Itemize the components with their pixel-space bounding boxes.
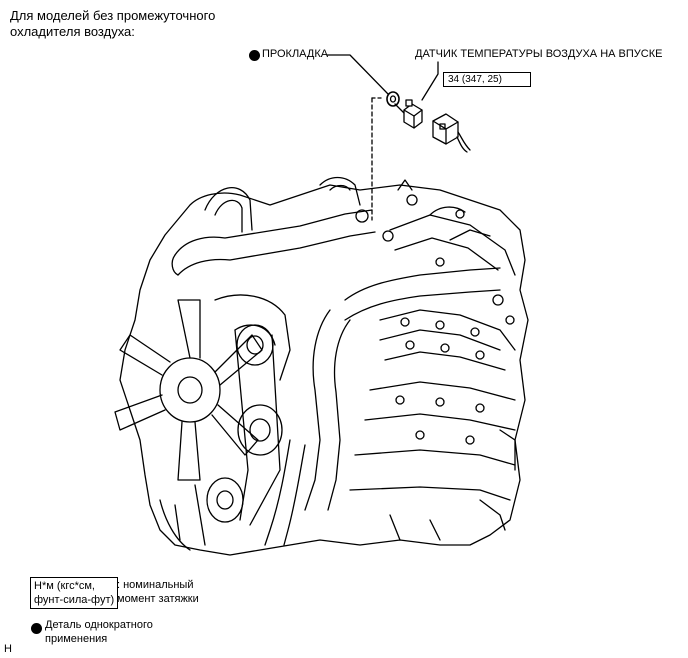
diagram-title: Для моделей без промежуточного охладител… [10,8,216,39]
sensor-connector [432,113,471,153]
legend-torque-units: Н*м (кгс*см, фунт-сила-фут) [30,577,119,609]
filled-circle-icon [31,623,42,634]
torque-spec-box: 34 (347, 25) [443,72,531,87]
gasket-label: ПРОКЛАДКА [262,48,329,60]
filled-circle-icon [249,50,260,61]
legend-non-reusable-part: Деталь однократного применения [45,619,153,645]
engine-block [114,176,529,556]
legend-torque-description: : номинальный момент затяжки [117,579,199,605]
cooling-fan [114,299,263,481]
sensor-leader-line [421,61,439,101]
gasket-ring [386,91,400,107]
gasket-leader-line [326,54,389,95]
illustration-code: H [4,643,12,655]
sensor-label: ДАТЧИК ТЕМПЕРАТУРЫ ВОЗДУХА НА ВПУСКЕ [415,48,663,60]
intake-air-temp-sensor [394,99,423,129]
